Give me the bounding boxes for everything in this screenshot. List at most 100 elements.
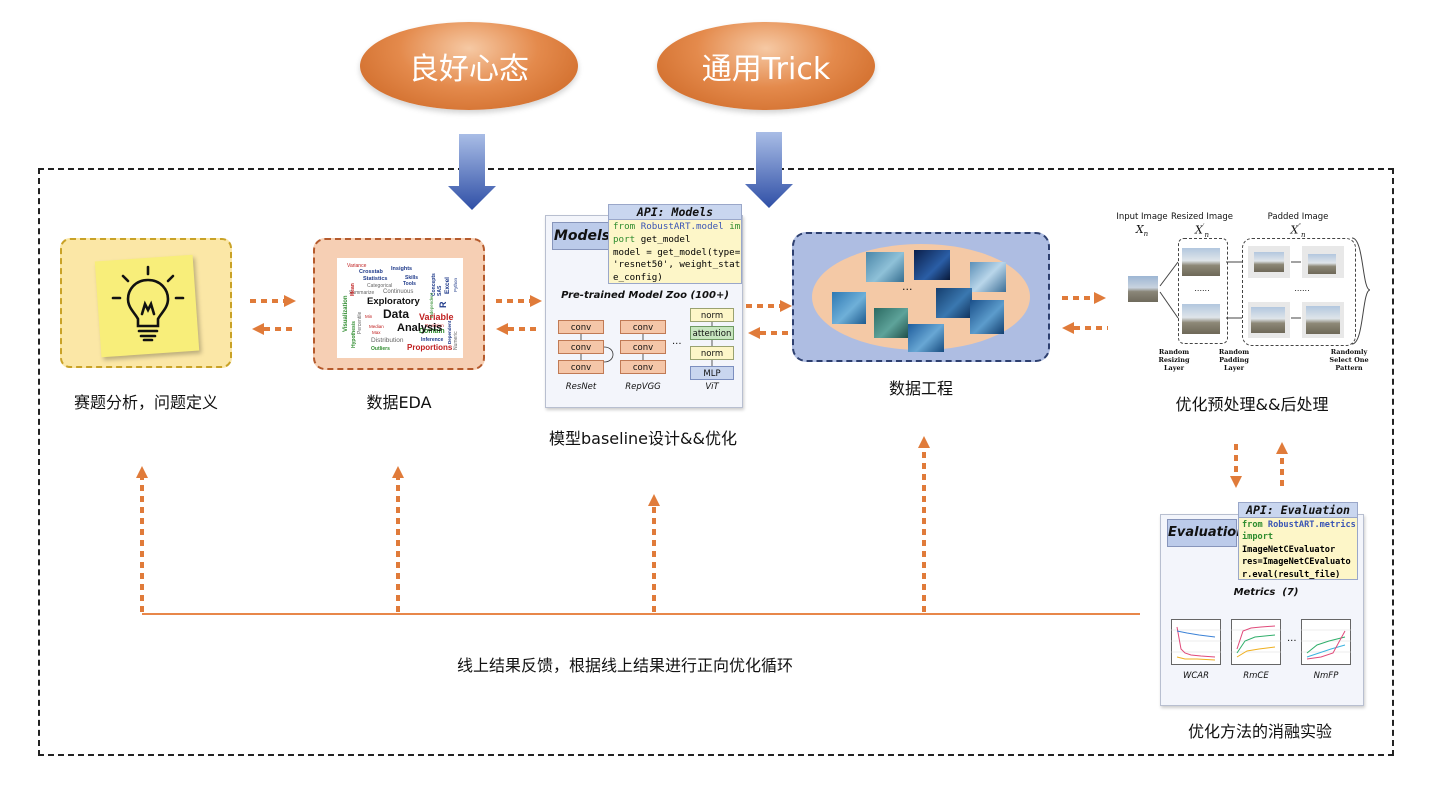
wc-categorical: Categorical [367, 283, 392, 289]
shark-image-7 [970, 300, 1004, 334]
resized-image-symbol: X′n [1195, 223, 1209, 239]
data-eng-card: ... [792, 232, 1050, 362]
metrics-title: Metrics (7) [1233, 587, 1299, 598]
wc-hypothesis: Hypothesis [351, 321, 357, 348]
wc-sas: SAS [437, 285, 443, 296]
padded-car-4 [1302, 302, 1344, 338]
input-image-symbol: Xn [1135, 223, 1149, 239]
prepost-lines [1159, 237, 1371, 345]
blue-arrow-mindset [448, 134, 496, 210]
wc-visualization: Visualization [343, 295, 349, 332]
wc-skills: Skills [405, 275, 418, 281]
input-image-label: Input Image [1116, 212, 1168, 222]
eval-api-box: API: Evaluation from RobustART.metrics i… [1238, 502, 1358, 580]
wc-mean: Mean [350, 283, 356, 296]
prepost-panel: Input Image Xn Resized Image X′n Padded … [1112, 210, 1374, 380]
models-header: Models [552, 222, 612, 250]
shark-image-6 [874, 308, 908, 338]
wc-concepts: Concepts [431, 273, 437, 296]
shark-image-2 [914, 250, 950, 280]
zoo-title: Pre-trained Model Zoo (100+) [561, 290, 729, 301]
padded-dots: ...... [1294, 284, 1310, 293]
resized-car-1 [1182, 248, 1220, 276]
padded-image-label: Padded Image [1267, 212, 1329, 222]
trick-ellipse: 通用Trick [657, 22, 875, 110]
vit-norm-2: norm [690, 346, 734, 360]
wc-max: Max [372, 330, 381, 335]
wc-min: Min [365, 314, 373, 319]
wc-proportions: Proportions [407, 343, 453, 352]
rmce-chart [1231, 619, 1281, 665]
wc-summarize: Summarize [349, 290, 375, 296]
wc-crosstab: Crosstab [359, 269, 383, 275]
wc-tools: Tools [403, 281, 416, 287]
wc-domain: Domain [419, 328, 445, 335]
models-api-title: API: Models [609, 205, 741, 220]
wc-numeric: Numeric [453, 331, 459, 350]
wc-deviation: Deviation [425, 323, 444, 328]
trick-label: 通用Trick [701, 52, 831, 87]
nmfp-label: NmFP [1313, 671, 1339, 681]
input-car-image [1128, 276, 1158, 302]
shark-image-5 [936, 288, 972, 318]
workflow-frame [38, 168, 1394, 756]
wc-continuous: Continuous [383, 289, 413, 295]
wc-independent: Independent [429, 292, 434, 318]
wc-data: Data [383, 307, 409, 321]
wcar-chart [1171, 619, 1221, 665]
model-arrows [580, 322, 713, 366]
resized-dots: ...... [1194, 284, 1210, 293]
wc-excel: Excel [444, 277, 451, 294]
model-label: 模型baseline设计&&优化 [549, 429, 737, 448]
vit-label: ViT [705, 382, 719, 392]
wc-variable: Variable [419, 312, 454, 322]
models-api-box: API: Models from RobustART.model im port… [608, 204, 742, 284]
wc-outliers: Outliers [371, 346, 390, 352]
padded-car-3 [1248, 302, 1290, 338]
models-api-code: from RobustART.model im port get_model m… [613, 221, 741, 284]
eda-wordcloud: Variance Crosstab Insights Statistics Sk… [337, 258, 463, 358]
nmfp-chart [1301, 619, 1351, 665]
wc-variance: Variance [347, 263, 367, 269]
ablation-label: 优化方法的消融实验 [1187, 722, 1332, 741]
eval-api-code: from RobustART.metrics import ImageNetCE… [1242, 520, 1356, 580]
eda-card: Variance Crosstab Insights Statistics Sk… [313, 238, 485, 370]
eval-ellipsis: ... [1287, 633, 1297, 644]
resnet-conv-3: conv [558, 360, 604, 374]
wcar-label: WCAR [1182, 671, 1210, 681]
models-ellipsis: ... [672, 336, 682, 347]
wc-inference: Inference [421, 337, 443, 343]
eda-label: 数据EDA [366, 393, 432, 412]
prepost-label: 优化预处理&&后处理 [1175, 395, 1329, 414]
padded-car-2 [1302, 246, 1344, 278]
wc-distribution: Distribution [371, 337, 404, 344]
data-eng-label: 数据工程 [888, 379, 953, 398]
repvgg-label: RepVGG [625, 382, 661, 392]
vit-mlp: MLP [690, 366, 734, 380]
eval-header-label: Evaluation [1168, 525, 1246, 540]
randomly-select-label: Randomly Select One Pattern [1329, 348, 1369, 372]
wc-insights: Insights [391, 266, 412, 272]
mindset-label: 良好心态 [409, 52, 529, 87]
repvgg-conv-1: conv [620, 320, 666, 334]
models-header-label: Models [553, 228, 611, 244]
wc-python: Python [453, 277, 458, 292]
shark-image-8 [908, 324, 944, 352]
lightbulb-icon [111, 265, 185, 342]
wc-median: Median [369, 324, 384, 329]
resnet-label: ResNet [565, 382, 597, 392]
repvgg-conv-2: conv [620, 340, 666, 354]
wc-r: R [438, 301, 448, 308]
repvgg-conv-3: conv [620, 360, 666, 374]
wc-analysis: Analysis [397, 322, 442, 334]
wordcloud-svg: Variance Crosstab Insights Statistics Sk… [343, 263, 459, 352]
padded-car-1 [1248, 246, 1290, 278]
vit-norm-1: norm [690, 308, 734, 322]
padded-image-symbol: X″n [1290, 223, 1306, 239]
random-resizing-label: Random Resizing Layer [1158, 348, 1190, 372]
resnet-conv-1: conv [558, 320, 604, 334]
rmce-label: RmCE [1243, 671, 1269, 681]
eval-header: Evaluation [1167, 519, 1245, 547]
wc-statistics: Statistics [363, 276, 387, 282]
